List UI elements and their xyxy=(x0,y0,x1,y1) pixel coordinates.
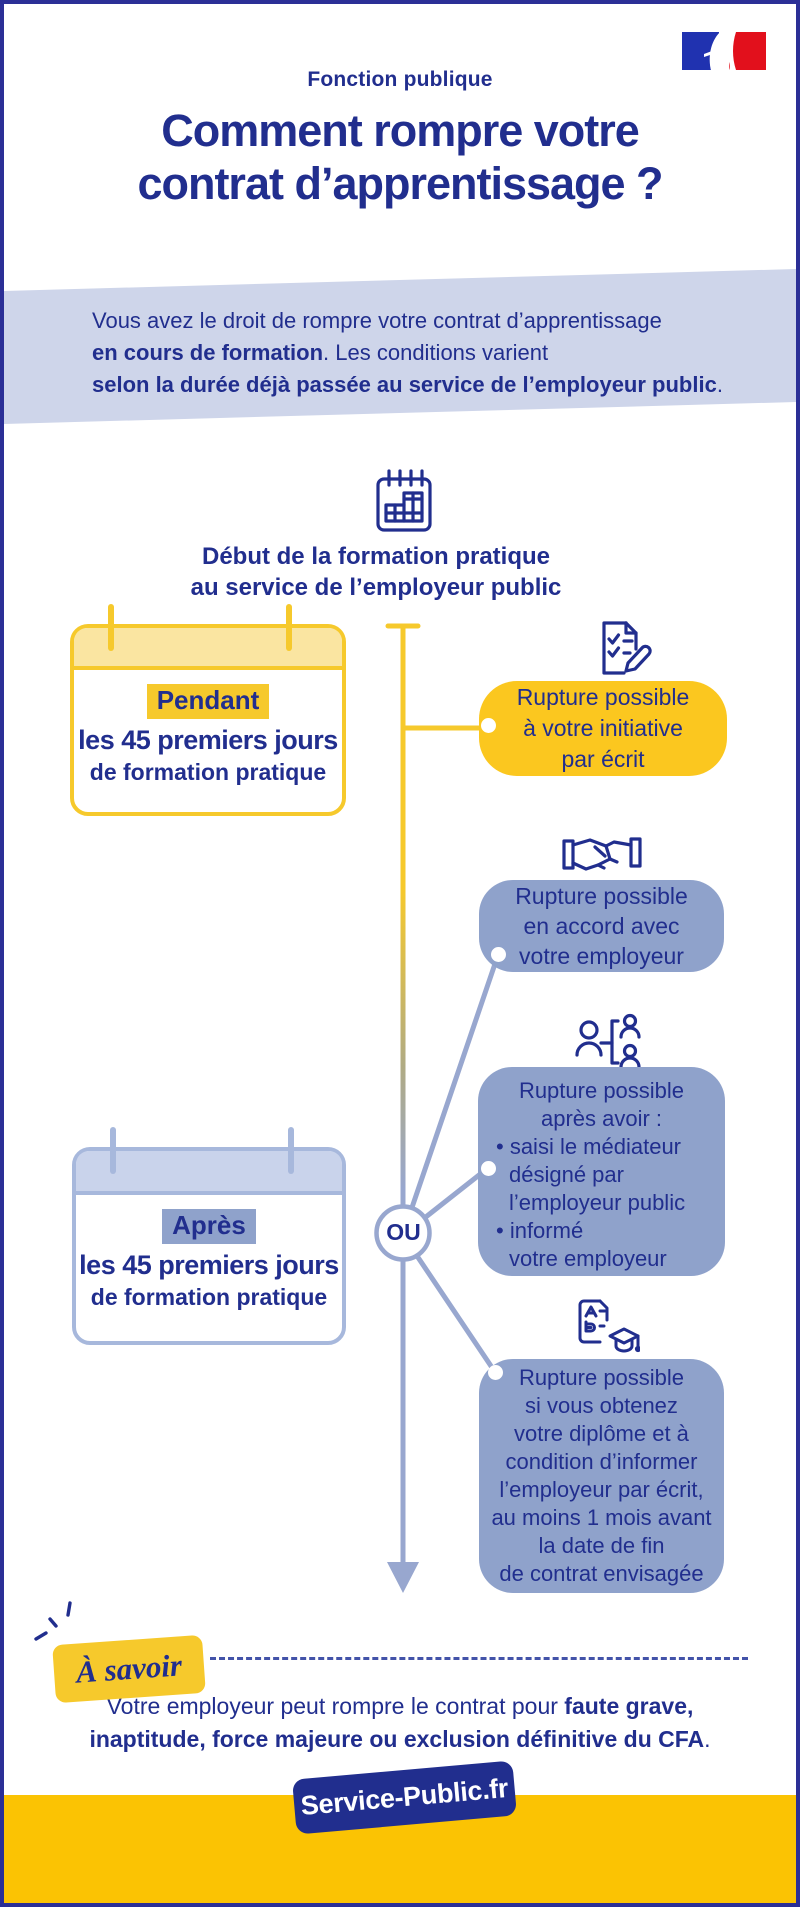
intro-banner: Vous avez le droit de rompre votre contr… xyxy=(4,269,796,424)
period-after-highlight: Après xyxy=(162,1209,256,1244)
diploma-icon xyxy=(578,1299,640,1353)
intro-text: Vous avez le droit de rompre votre contr… xyxy=(92,305,723,401)
calendar-pin xyxy=(286,604,292,651)
period-during-line1: les 45 premiers jours xyxy=(78,725,338,755)
connector-dot xyxy=(481,718,496,733)
intro-line: selon la durée déjà passée au service de… xyxy=(92,372,723,397)
timeline-start-label: Début de la formation pratique au servic… xyxy=(190,543,562,601)
calendar-pin xyxy=(288,1127,294,1174)
or-label: OU xyxy=(386,1219,421,1245)
intro-line: Vous avez le droit de rompre votre contr… xyxy=(92,308,662,333)
know-text: Votre employeur peut rompre le contrat p… xyxy=(4,1690,796,1756)
outcome-diplome-bubble: Rupture possible si vous obtenez votre d… xyxy=(479,1359,724,1593)
calendar-card-header xyxy=(74,628,342,670)
outcome-accord-bubble: Rupture possible en accord avec votre em… xyxy=(479,880,724,972)
dashed-divider xyxy=(210,1657,748,1660)
page-title: Comment rompre votre contrat d’apprentis… xyxy=(137,105,663,209)
know-badge: À savoir xyxy=(52,1634,206,1704)
period-during-highlight: Pendant xyxy=(146,684,270,719)
period-after-line1: les 45 premiers jours xyxy=(79,1250,339,1280)
know-line: inaptitude, force majeure ou exclusion d… xyxy=(89,1726,711,1752)
timeline-arrowhead xyxy=(387,1562,419,1593)
french-flag-marianne-icon xyxy=(682,32,766,70)
calendar-pin xyxy=(108,604,114,651)
connector-dot xyxy=(491,947,506,962)
outcome-accord-text: Rupture possible en accord avec votre em… xyxy=(515,883,688,969)
intro-line: en cours de formation. Les conditions va… xyxy=(92,340,549,365)
period-during-card: Pendant les 45 premiers jours de formati… xyxy=(70,624,346,816)
period-during-line2: de formation pratique xyxy=(89,759,327,785)
mediator-people-icon xyxy=(575,1013,641,1069)
calendar-card-header xyxy=(76,1151,342,1195)
outcome-diplome-text: Rupture possible si vous obtenez votre d… xyxy=(491,1365,712,1586)
spark-icon xyxy=(34,1601,72,1641)
kicker-label: Fonction publique xyxy=(307,68,493,91)
connector-dot xyxy=(481,1161,496,1176)
calendar-pin xyxy=(110,1127,116,1174)
period-after-line2: de formation pratique xyxy=(90,1284,328,1310)
period-after-card: Après les 45 premiers jours de formation… xyxy=(72,1147,346,1345)
connector-dot xyxy=(488,1365,503,1380)
checklist-pencil-icon xyxy=(602,621,652,675)
handshake-icon xyxy=(562,837,642,871)
outcome-initiative-text: Rupture possible à votre initiative par … xyxy=(516,684,690,772)
know-line: Votre employeur peut rompre le contrat p… xyxy=(106,1693,694,1719)
outcome-initiative-bubble: Rupture possible à votre initiative par … xyxy=(479,681,727,776)
calendar-icon xyxy=(376,469,432,532)
